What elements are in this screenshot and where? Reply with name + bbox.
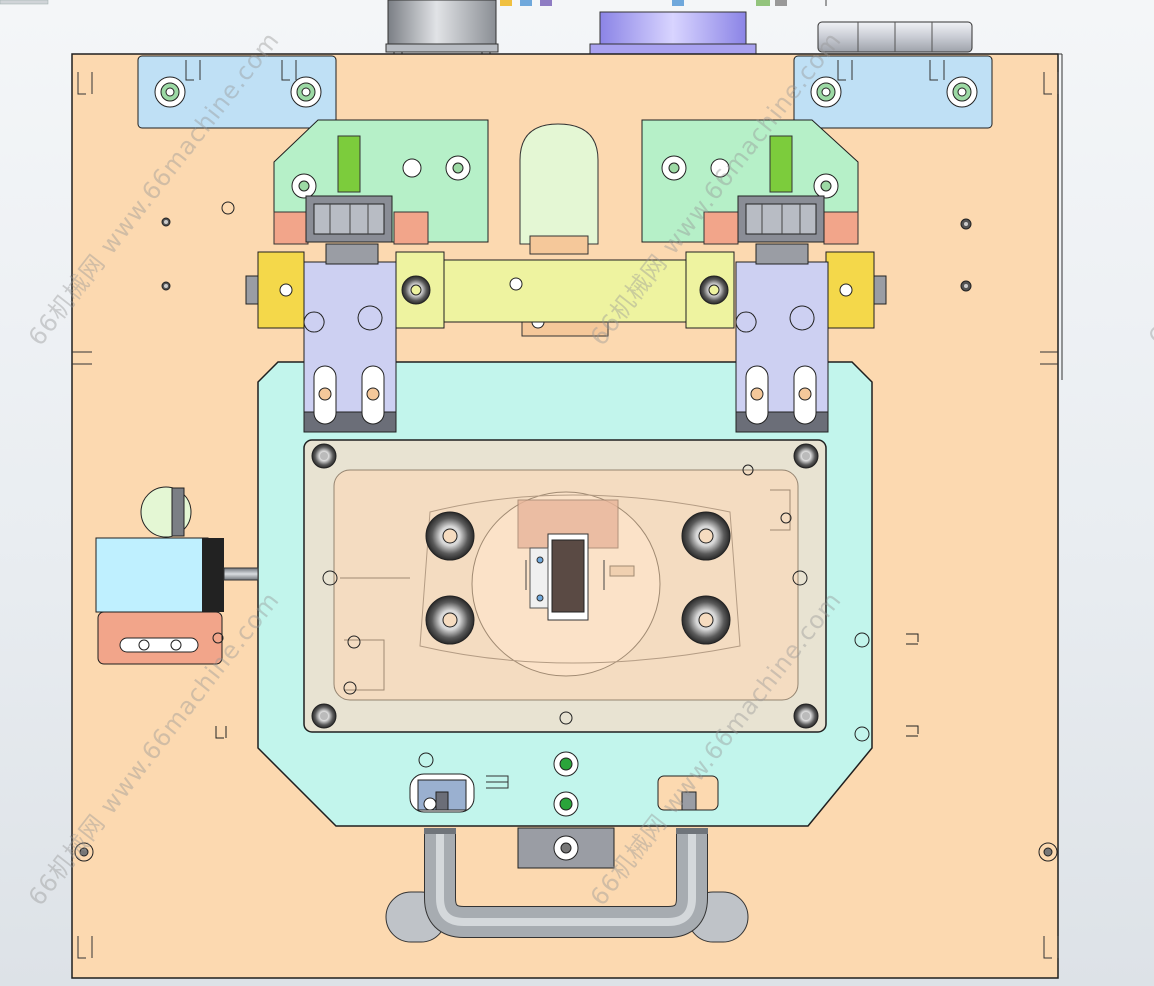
side-sensor	[95, 486, 259, 665]
ejector-counterbores	[425, 511, 731, 645]
lower-bracket	[517, 827, 615, 869]
cylinder-head-right	[737, 195, 825, 243]
yellow-cross-bar	[395, 251, 735, 337]
clamp-block-left	[137, 55, 337, 129]
handle[interactable]	[385, 828, 749, 943]
appearance-icon[interactable]	[756, 0, 770, 6]
hinge-part	[817, 21, 973, 53]
cylinder-head-left	[305, 195, 393, 243]
lavender-clamp-right	[735, 243, 829, 433]
cavity-plate-lower-features	[409, 632, 870, 817]
heads-up-toolbar[interactable]	[0, 0, 827, 6]
yellow-block-left	[245, 251, 305, 329]
insert-plate	[303, 439, 827, 733]
clamp-block-right	[793, 55, 993, 129]
section-view-icon[interactable]	[520, 0, 532, 6]
base-plate-holes	[74, 201, 1058, 862]
insert-corner-screws	[311, 443, 819, 729]
display-style-icon[interactable]	[540, 0, 552, 6]
lavender-clamp-left	[303, 243, 397, 433]
locating-bullet	[519, 123, 599, 255]
view-orient-icon[interactable]	[500, 0, 512, 6]
yellow-block-right	[825, 251, 887, 329]
scene-icon[interactable]	[775, 0, 827, 6]
hide-show-icon[interactable]	[672, 0, 684, 6]
